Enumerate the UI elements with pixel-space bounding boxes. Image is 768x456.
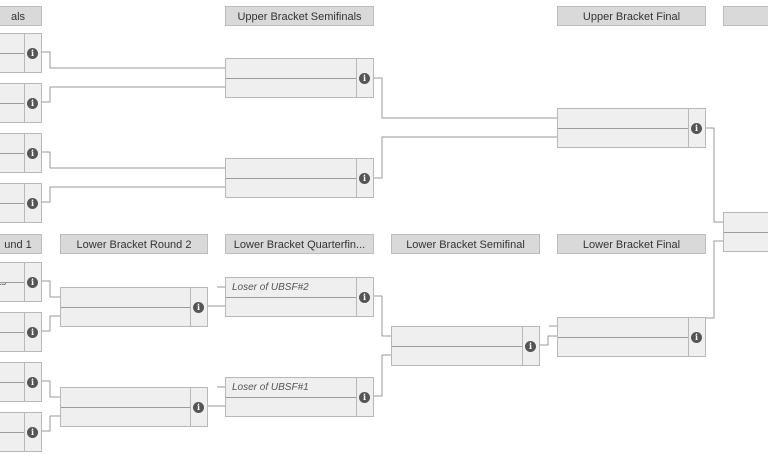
info-icon[interactable]: i bbox=[525, 341, 536, 352]
match-side-panel: i bbox=[688, 318, 705, 356]
match-slot bbox=[226, 59, 357, 79]
match-lb-r1-3[interactable]: i bbox=[0, 362, 42, 402]
match-slot bbox=[226, 298, 357, 317]
match-side-panel: i bbox=[24, 34, 41, 72]
match-slot bbox=[0, 154, 25, 173]
match-slot bbox=[61, 308, 191, 327]
info-icon[interactable]: i bbox=[359, 292, 370, 303]
match-lb-r1-2[interactable]: i bbox=[0, 312, 42, 352]
match-lb-r1-4[interactable]: i bbox=[0, 412, 42, 452]
header-lower-round1: und 1 bbox=[0, 234, 42, 254]
match-slot bbox=[61, 388, 191, 408]
match-side-panel: i bbox=[356, 59, 373, 97]
match-slot bbox=[558, 109, 689, 129]
match-slot bbox=[61, 288, 191, 308]
match-slot bbox=[724, 233, 768, 252]
match-lb-final[interactable]: i bbox=[557, 317, 706, 357]
header-grand-final bbox=[723, 6, 768, 26]
match-slot bbox=[724, 213, 768, 233]
match-ub-final[interactable]: i bbox=[557, 108, 706, 148]
header-lower-final: Lower Bracket Final bbox=[557, 234, 706, 254]
match-slot bbox=[226, 398, 357, 417]
match-side-panel: i bbox=[688, 109, 705, 147]
header-upper-round1: als bbox=[0, 6, 42, 26]
match-slot bbox=[226, 79, 357, 98]
match-slot bbox=[0, 184, 25, 204]
match-ub-semi-1[interactable]: i bbox=[225, 58, 374, 98]
match-side-panel: i bbox=[356, 378, 373, 416]
header-lower-quarterfinals: Lower Bracket Quarterfin... bbox=[225, 234, 374, 254]
match-side-panel: i bbox=[24, 134, 41, 172]
match-slot bbox=[61, 408, 191, 427]
match-slot bbox=[226, 179, 357, 198]
info-icon[interactable]: i bbox=[359, 173, 370, 184]
match-side-panel: i bbox=[356, 278, 373, 316]
header-upper-final: Upper Bracket Final bbox=[557, 6, 706, 26]
info-icon[interactable]: i bbox=[691, 332, 702, 343]
match-slot bbox=[558, 338, 689, 357]
match-side-panel: i bbox=[522, 327, 539, 365]
info-icon[interactable]: i bbox=[27, 427, 38, 438]
match-slot bbox=[0, 104, 25, 123]
info-icon[interactable]: i bbox=[27, 48, 38, 59]
info-icon[interactable]: i bbox=[359, 73, 370, 84]
match-slot bbox=[0, 433, 25, 452]
match-slot bbox=[0, 34, 25, 54]
match-lb-semi[interactable]: i bbox=[391, 326, 540, 366]
match-slot bbox=[558, 318, 689, 338]
match-slot bbox=[0, 413, 25, 433]
match-slot bbox=[0, 204, 25, 223]
match-lb-r2-2[interactable]: i bbox=[60, 387, 208, 427]
match-ub-r1-4[interactable]: i bbox=[0, 183, 42, 223]
match-side-panel: i bbox=[24, 313, 41, 351]
info-icon[interactable]: i bbox=[359, 392, 370, 403]
header-lower-round2: Lower Bracket Round 2 bbox=[60, 234, 208, 254]
info-icon[interactable]: i bbox=[193, 402, 204, 413]
info-icon[interactable]: i bbox=[193, 302, 204, 313]
match-slot: rts bbox=[0, 283, 25, 302]
match-slot bbox=[0, 263, 25, 283]
match-lb-qf-2[interactable]: Loser of UBSF#1 i bbox=[225, 377, 374, 417]
match-lb-qf-1[interactable]: Loser of UBSF#2 i bbox=[225, 277, 374, 317]
info-icon[interactable]: i bbox=[27, 277, 38, 288]
match-ub-r1-1[interactable]: i bbox=[0, 33, 42, 73]
match-slot-top: Loser of UBSF#2 bbox=[226, 278, 357, 298]
match-ub-r1-2[interactable]: i bbox=[0, 83, 42, 123]
match-side-panel: i bbox=[24, 363, 41, 401]
match-slot bbox=[392, 347, 523, 366]
match-ub-semi-2[interactable]: i bbox=[225, 158, 374, 198]
match-lb-r2-1[interactable]: i bbox=[60, 287, 208, 327]
match-side-panel: i bbox=[356, 159, 373, 197]
match-slot bbox=[0, 313, 25, 333]
info-icon[interactable]: i bbox=[27, 148, 38, 159]
info-icon[interactable]: i bbox=[27, 198, 38, 209]
match-slot bbox=[0, 363, 25, 383]
team-name: rts bbox=[0, 283, 6, 292]
info-icon[interactable]: i bbox=[691, 123, 702, 134]
match-slot bbox=[558, 129, 689, 148]
match-lb-r1-1[interactable]: rts i bbox=[0, 262, 42, 302]
info-icon[interactable]: i bbox=[27, 377, 38, 388]
match-slot bbox=[392, 327, 523, 347]
header-upper-semifinals: Upper Bracket Semifinals bbox=[225, 6, 374, 26]
match-side-panel: i bbox=[24, 184, 41, 222]
match-slot bbox=[226, 159, 357, 179]
match-side-panel: i bbox=[190, 388, 207, 426]
match-slot bbox=[0, 134, 25, 154]
match-slot bbox=[0, 84, 25, 104]
match-side-panel: i bbox=[24, 84, 41, 122]
match-slot bbox=[0, 54, 25, 73]
match-slot bbox=[0, 383, 25, 402]
info-icon[interactable]: i bbox=[27, 327, 38, 338]
match-ub-r1-3[interactable]: i bbox=[0, 133, 42, 173]
info-icon[interactable]: i bbox=[27, 98, 38, 109]
match-side-panel: i bbox=[24, 263, 41, 301]
match-grand-final[interactable] bbox=[723, 212, 768, 252]
match-slot-top: Loser of UBSF#1 bbox=[226, 378, 357, 398]
match-slot bbox=[0, 333, 25, 352]
header-lower-semifinal: Lower Bracket Semifinal bbox=[391, 234, 540, 254]
match-side-panel: i bbox=[24, 413, 41, 451]
match-side-panel: i bbox=[190, 288, 207, 326]
